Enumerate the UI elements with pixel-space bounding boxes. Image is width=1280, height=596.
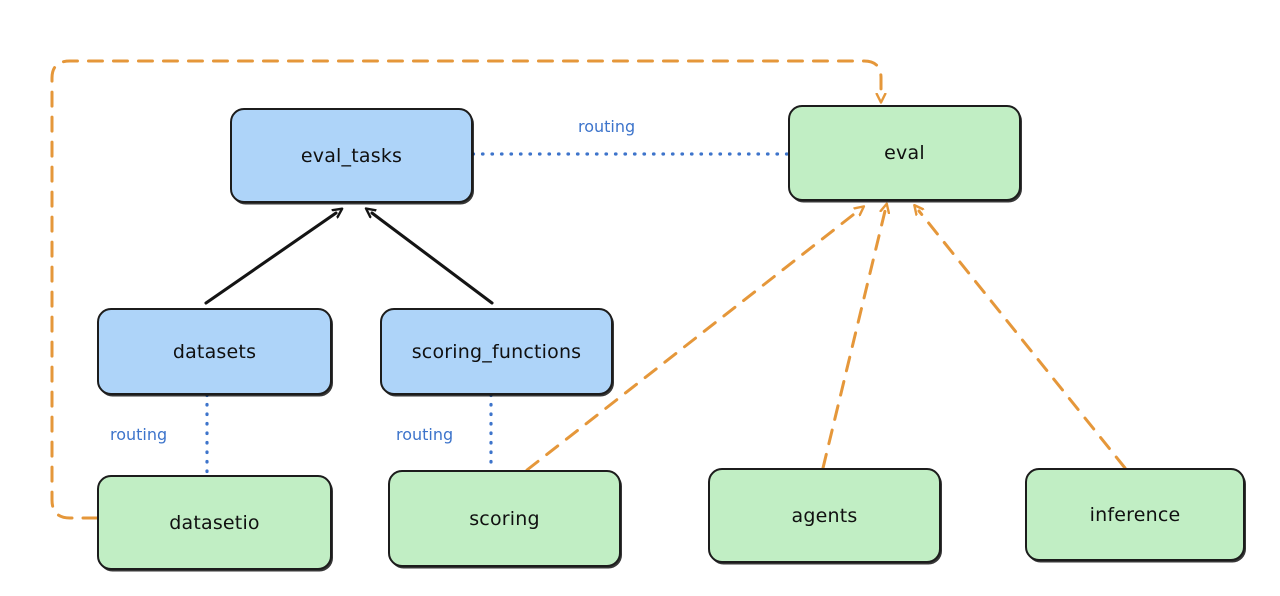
node-eval[interactable]: eval	[788, 105, 1021, 201]
node-datasetio[interactable]: datasetio	[97, 475, 332, 570]
node-scoring-functions[interactable]: scoring_functions	[380, 308, 613, 395]
node-label: eval	[884, 142, 925, 164]
node-label: datasets	[172, 340, 257, 363]
edge-scoring-to-eval	[525, 211, 858, 472]
edge-datasets-to-eval_tasks	[204, 213, 336, 305]
node-agents[interactable]: agents	[708, 468, 941, 563]
node-label: scoring	[469, 507, 540, 530]
node-label: inference	[1089, 503, 1181, 526]
edge-label-routing-scoring: routing	[396, 425, 454, 444]
edge-label-routing-datasetio: routing	[110, 425, 168, 444]
edge-label-routing-eval: routing	[578, 117, 636, 136]
node-label: agents	[791, 504, 858, 527]
node-eval-tasks[interactable]: eval_tasks	[230, 108, 473, 203]
node-label: eval_tasks	[300, 144, 403, 167]
edge-agents-to-eval	[821, 211, 885, 470]
node-inference[interactable]: inference	[1025, 468, 1245, 561]
edge-inference-to-eval	[919, 211, 1127, 470]
node-datasets[interactable]: datasets	[97, 308, 332, 395]
node-label: scoring_functions	[411, 340, 582, 363]
node-scoring[interactable]: scoring	[388, 470, 621, 567]
node-label: datasetio	[169, 511, 260, 534]
edge-datasetio-to-eval	[50, 59, 881, 520]
edge-scoring_functions-to-eval_tasks	[372, 213, 494, 305]
